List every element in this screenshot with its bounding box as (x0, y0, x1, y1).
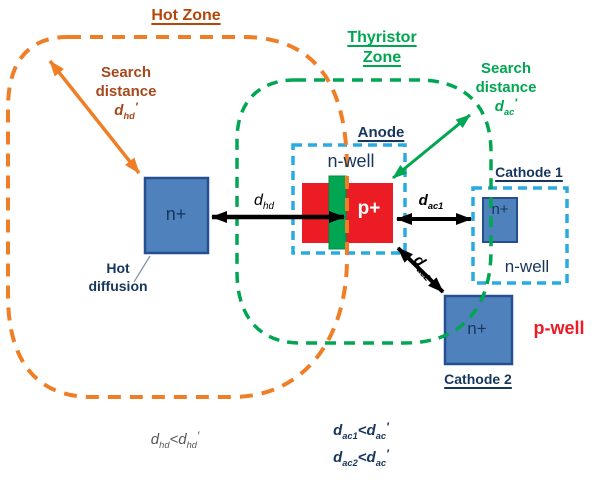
dhd-label: dhd (254, 192, 274, 213)
formula-hd: dhd<dhd′ (150, 429, 200, 450)
hot-search-line2: distance (95, 82, 157, 100)
hot-search-distance-arrow (48, 59, 141, 175)
cathode1-nwell-dashed-outline (471, 186, 569, 285)
anode-pplus-label: p+ (357, 198, 381, 219)
dac1-label: dac1 (418, 192, 444, 211)
hot-search-dhd-prime: dhd′ (114, 99, 138, 121)
ac-search-distance-label: Search distance dac′ (476, 60, 537, 116)
thyristor-title-line1: Thyristor (347, 29, 417, 46)
thyristor-zone-dashed-boundary (235, 78, 493, 345)
cathode1-nwell-label: n-well (504, 257, 550, 276)
ac-search-line1: Search (480, 60, 532, 77)
dac2-distance-arrow (396, 246, 445, 294)
hot-diffusion-caption-line2: diffusion (88, 277, 148, 294)
formula-ac1: dac1<dac′ (333, 420, 389, 441)
hot-diffusion-caption: Hot diffusion (88, 260, 147, 295)
hot-diffusion-leader-line (133, 255, 151, 283)
hot-search-distance-label: Search distance dhd′ (96, 64, 157, 120)
ac-search-distance-arrow (392, 113, 471, 180)
ac-search-dac-prime: dac′ (494, 95, 518, 117)
cathode1-nplus-label: n+ (491, 201, 509, 218)
thyristor-zone-title: Thyristor Zone (347, 28, 416, 68)
anode-green-stripe (328, 175, 347, 250)
anode-title: Anode (357, 124, 405, 141)
cathode2-nplus-label: n+ (467, 319, 487, 338)
pwell-label: p-well (533, 318, 585, 338)
cathode2-title: Cathode 2 (444, 371, 512, 387)
ac-search-line2: distance (475, 78, 537, 96)
hot-zone-title: Hot Zone (151, 7, 221, 24)
anode-nwell-label: n-well (327, 151, 375, 171)
hot-diffusion-nplus-label: n+ (165, 204, 187, 224)
hot-zone-dashed-boundary (6, 35, 349, 399)
hot-diffusion-nplus-box (143, 176, 210, 255)
hot-search-line1: Search (100, 64, 152, 81)
hot-diffusion-caption-line1: Hot (106, 260, 130, 276)
thyristor-title-line2: Zone (362, 49, 402, 66)
cathode1-nplus-box (482, 197, 518, 243)
cathode1-title: Cathode 1 (495, 164, 563, 180)
formula-ac2: dac2<dac′ (333, 447, 389, 468)
